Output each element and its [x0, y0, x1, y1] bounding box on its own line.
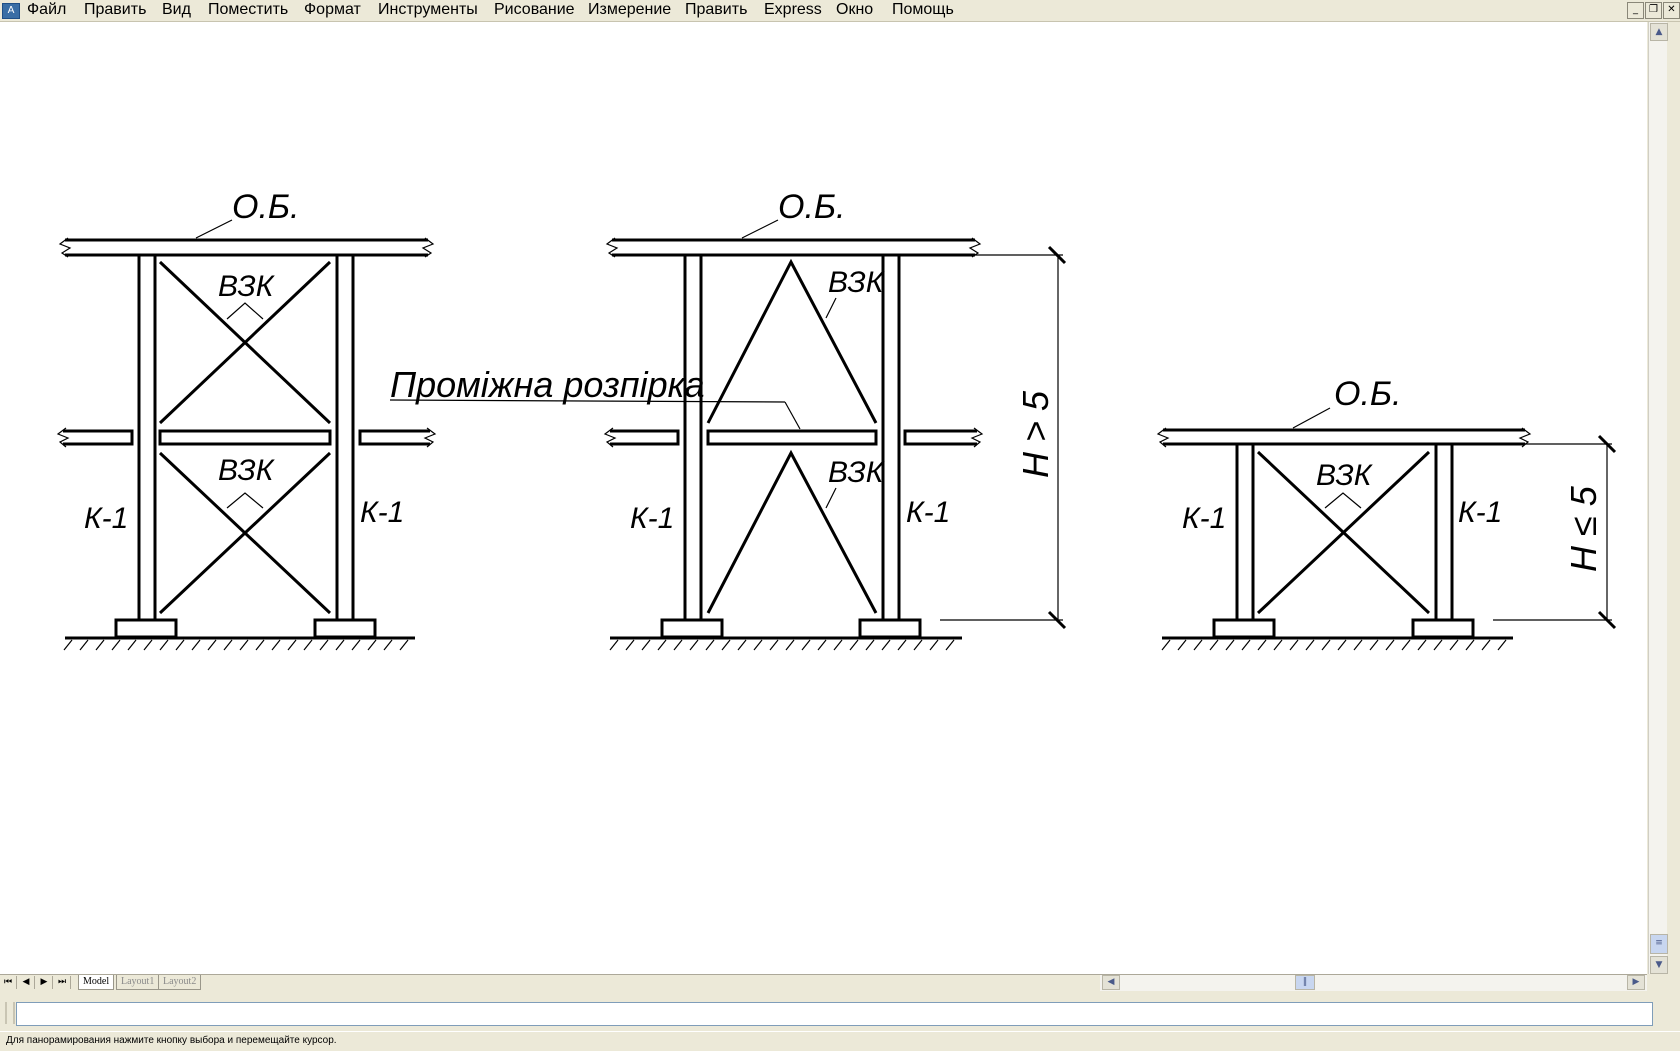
menu-format[interactable]: Формат — [304, 1, 361, 18]
drawing-svg: О.Б. ВЗК ВЗК К-1 К-1 — [56, 188, 1617, 651]
menu-file[interactable]: Файл — [27, 1, 67, 18]
app-icon[interactable]: A — [2, 3, 20, 19]
status-bar: Для панорамирования нажмите кнопку выбор… — [0, 1031, 1680, 1051]
vertical-scroll-thumb[interactable]: ≡ — [1650, 934, 1668, 954]
menu-help[interactable]: Помощь — [892, 1, 954, 18]
scroll-up-icon[interactable]: ▲ — [1650, 23, 1668, 41]
intermediate-strut-label: Проміжна розпірка — [390, 364, 705, 405]
scroll-down-icon[interactable]: ▼ — [1650, 956, 1668, 974]
vertical-scrollbar[interactable]: ▲ ≡ ▼ — [1648, 22, 1668, 974]
ob-label: О.Б. — [1334, 375, 1401, 413]
frame-middle: О.Б. ВЗК ВЗК К-1 К-1 H > 5 — [603, 188, 1067, 651]
prev-tab-icon[interactable]: ◀ — [18, 976, 35, 989]
height-gt-5-label: H > 5 — [1015, 390, 1056, 478]
vzk-label: ВЗК — [218, 270, 276, 303]
restore-button[interactable]: ❐ — [1645, 2, 1662, 19]
scroll-left-icon[interactable]: ◀ — [1102, 975, 1120, 990]
vzk-label: ВЗК — [1316, 459, 1374, 492]
close-button[interactable]: ✕ — [1663, 2, 1680, 19]
command-area — [0, 992, 1680, 1029]
scroll-right-icon[interactable]: ▶ — [1627, 975, 1645, 990]
vzk-label: ВЗК — [828, 266, 886, 299]
k1-label: К-1 — [1458, 496, 1502, 529]
menu-view[interactable]: Вид — [162, 1, 191, 18]
k1-label: К-1 — [1182, 502, 1226, 535]
ob-label: О.Б. — [778, 188, 845, 226]
command-grip-icon[interactable] — [5, 1002, 15, 1024]
minimize-button[interactable]: _ — [1627, 2, 1644, 19]
drawing-canvas[interactable]: О.Б. ВЗК ВЗК К-1 К-1 — [0, 22, 1647, 974]
menu-express[interactable]: Express — [764, 1, 822, 18]
menu-draw[interactable]: Рисование — [494, 1, 575, 18]
menu-tools[interactable]: Инструменты — [378, 1, 478, 18]
intermediate-strut-callout: Проміжна розпірка — [389, 364, 801, 430]
k1-label: К-1 — [360, 496, 404, 529]
menu-bar: A Файл Править Вид Поместить Формат Инст… — [0, 0, 1680, 22]
vzk-label: ВЗК — [828, 456, 886, 489]
k1-label: К-1 — [906, 496, 950, 529]
status-text: Для панорамирования нажмите кнопку выбор… — [6, 1035, 337, 1046]
first-tab-icon[interactable]: ⏮ — [0, 976, 17, 989]
frame-left: О.Б. ВЗК ВЗК К-1 К-1 — [56, 188, 437, 651]
command-line-input[interactable] — [16, 1002, 1653, 1026]
vzk-label: ВЗК — [218, 454, 276, 487]
tab-model[interactable]: Model — [78, 975, 115, 990]
horizontal-scrollbar[interactable]: ◀ ‖ ▶ — [1100, 974, 1647, 991]
tab-layout1[interactable]: Layout1 — [116, 975, 160, 990]
menu-modify[interactable]: Править — [685, 1, 748, 18]
layout-tab-bar: ⏮ ◀ ▶ ⏭ Model Layout1 Layout2 — [0, 974, 1100, 991]
horizontal-scroll-thumb[interactable]: ‖ — [1295, 975, 1315, 990]
menu-dimension[interactable]: Измерение — [588, 1, 672, 18]
menu-window[interactable]: Окно — [836, 1, 874, 18]
k1-label: К-1 — [84, 502, 128, 535]
frame-right: О.Б. ВЗК К-1 К-1 H ≤ 5 — [1156, 375, 1617, 651]
next-tab-icon[interactable]: ▶ — [36, 976, 53, 989]
last-tab-icon[interactable]: ⏭ — [54, 976, 71, 989]
ob-label: О.Б. — [232, 188, 299, 226]
tab-layout2[interactable]: Layout2 — [158, 975, 202, 990]
menu-insert[interactable]: Поместить — [208, 1, 289, 18]
k1-label: К-1 — [630, 502, 674, 535]
menu-edit[interactable]: Править — [84, 1, 147, 18]
height-le-5-label: H ≤ 5 — [1563, 485, 1604, 572]
